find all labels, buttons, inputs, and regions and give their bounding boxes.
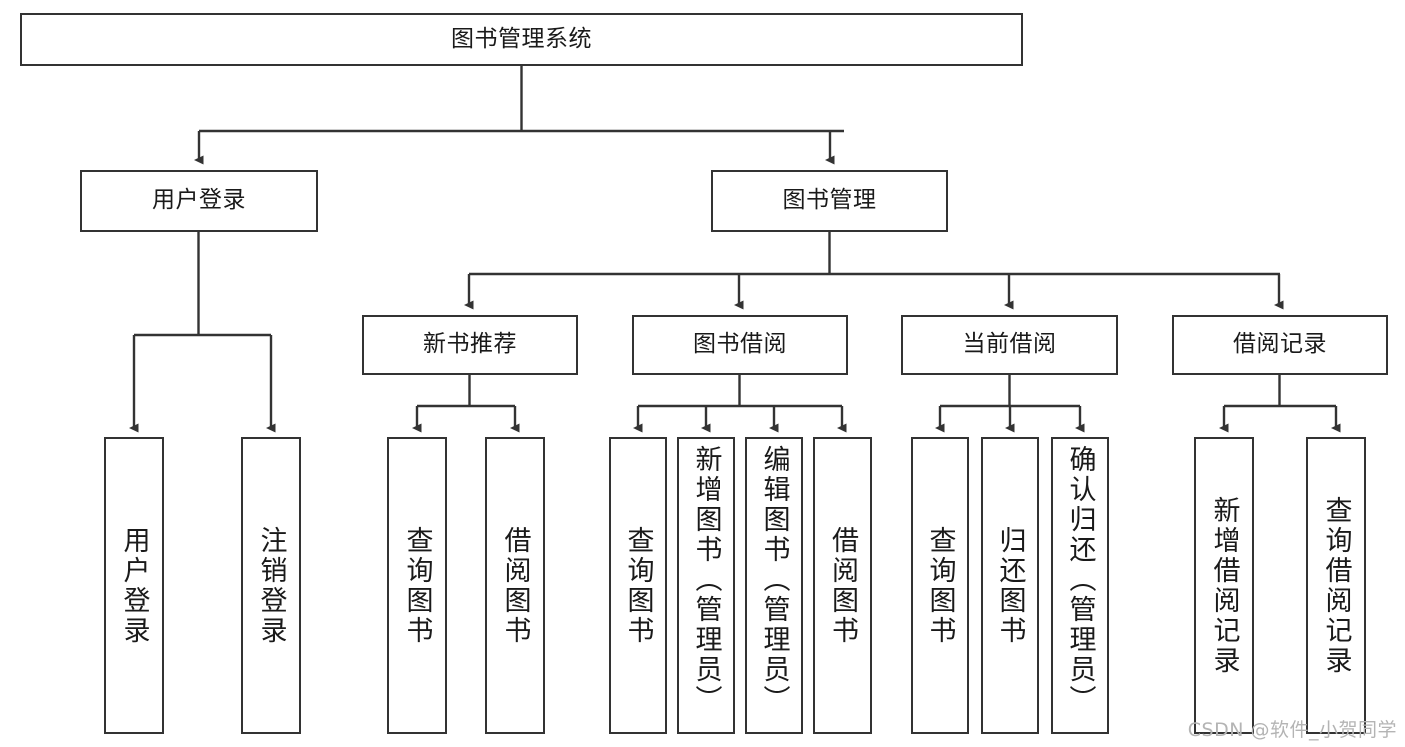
node-label: 查询图书 xyxy=(401,525,433,646)
node-label: 图书管理 xyxy=(782,187,877,214)
leaf-node-add-borrow-record[interactable]: 新增借阅记录 xyxy=(1194,437,1254,734)
node-book-management[interactable]: 图书管理 xyxy=(711,170,948,232)
edge-group-bookborrow-to-leaves xyxy=(633,375,847,433)
node-label: 用户登录 xyxy=(152,187,246,214)
node-label: 新增图书（管理员） xyxy=(690,445,722,715)
node-root-book-management-system[interactable]: 图书管理系统 xyxy=(20,13,1023,66)
leaf-node-confirm-return-admin[interactable]: 确认归还（管理员） xyxy=(1051,437,1109,734)
leaf-node-add-book-admin[interactable]: 新增图书（管理员） xyxy=(677,437,735,734)
leaf-node-edit-book-admin[interactable]: 编辑图书（管理员） xyxy=(745,437,803,734)
leaf-node-query-book-borrow[interactable]: 查询图书 xyxy=(609,437,667,734)
leaf-node-query-book-recommend[interactable]: 查询图书 xyxy=(387,437,447,734)
node-label: 当前借阅 xyxy=(962,331,1057,358)
node-label: 查询图书 xyxy=(622,525,654,646)
watermark-text: CSDN @软件_小贺同学 xyxy=(1187,719,1397,741)
node-label: 查询借阅记录 xyxy=(1320,495,1352,676)
edge-group-borrowrecord-to-leaves xyxy=(1219,375,1341,433)
leaf-node-borrow-book-recommend[interactable]: 借阅图书 xyxy=(485,437,545,734)
node-current-borrow[interactable]: 当前借阅 xyxy=(901,315,1118,375)
node-new-book-recommend[interactable]: 新书推荐 xyxy=(362,315,578,375)
leaf-node-borrow-book[interactable]: 借阅图书 xyxy=(813,437,872,734)
edge-group-recommend-to-leaves xyxy=(412,375,520,433)
node-label: 查询图书 xyxy=(924,525,956,646)
edge-group-userlogin-to-leaves xyxy=(129,232,276,433)
node-label: 归还图书 xyxy=(994,525,1026,646)
leaf-node-query-book-current[interactable]: 查询图书 xyxy=(911,437,969,734)
node-label: 用户登录 xyxy=(118,525,150,646)
node-label: 编辑图书（管理员） xyxy=(758,445,790,715)
leaf-node-query-borrow-record[interactable]: 查询借阅记录 xyxy=(1306,437,1366,734)
node-user-login[interactable]: 用户登录 xyxy=(80,170,318,232)
node-label: 确认归还（管理员） xyxy=(1064,445,1096,715)
leaf-node-return-book[interactable]: 归还图书 xyxy=(981,437,1039,734)
leaf-node-user-login[interactable]: 用户登录 xyxy=(104,437,164,734)
node-label: 借阅记录 xyxy=(1233,331,1327,358)
node-label: 新书推荐 xyxy=(423,331,517,358)
edge-group-bookmgmt-to-level3 xyxy=(464,232,1284,310)
node-label: 图书借阅 xyxy=(693,331,787,358)
node-label: 注销登录 xyxy=(255,525,287,646)
leaf-node-user-logout[interactable]: 注销登录 xyxy=(241,437,301,734)
node-book-borrow[interactable]: 图书借阅 xyxy=(632,315,848,375)
node-label: 借阅图书 xyxy=(499,525,531,646)
node-borrow-record[interactable]: 借阅记录 xyxy=(1172,315,1388,375)
node-label: 图书管理系统 xyxy=(451,25,592,52)
edge-group-currentborrow-to-leaves xyxy=(935,375,1085,433)
node-label: 借阅图书 xyxy=(827,525,858,646)
node-label: 新增借阅记录 xyxy=(1208,495,1240,676)
edge-group-root-to-level2 xyxy=(194,66,844,165)
